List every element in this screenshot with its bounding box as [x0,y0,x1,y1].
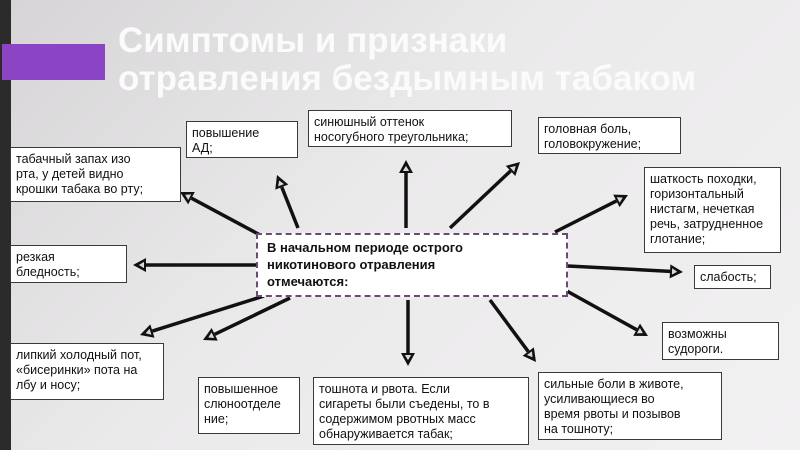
arrow-to-salivation [203,296,291,341]
symptom-gait: шаткость походки, горизонтальный нистагм… [644,167,781,253]
arrow-to-tobacco-smell [180,191,263,238]
symptom-salivation: повышенное слюноотделе ние; [198,377,300,434]
symptom-sweat: липкий холодный пот, «бисеринки» пота на… [10,343,164,400]
symptom-headache: головная боль, головокружение; [538,117,681,154]
center-statement: В начальном периоде острого никотинового… [256,233,568,297]
arrow-to-weakness [567,264,683,279]
arrow-to-pallor [133,258,256,272]
arrow-to-headache [448,162,520,230]
arrow-to-seizures [564,288,648,336]
symptom-seizures: возможны судороги. [662,322,779,360]
slide-title: Симптомы и признаки отравления бездымным… [118,21,697,98]
symptom-pallor: резкая бледность; [10,245,127,283]
arrow-to-bp [275,175,300,229]
symptom-abdominal-pain: сильные боли в животе, усиливающиеся во … [538,372,722,440]
symptom-cyanosis: синюшный оттенок носогубного треугольник… [308,110,512,147]
arrow-to-cyanosis [399,160,413,228]
accent-tab [2,44,105,80]
symptom-tobacco-smell: табачный запах изо рта, у детей видно кр… [10,147,181,202]
arrow-to-gait [554,194,628,234]
arrow-to-abdominal-pain [488,298,536,362]
arrow-to-nausea [401,300,415,366]
accent-bar [0,0,11,450]
symptom-nausea: тошнота и рвота. Если сигареты были съед… [313,377,529,445]
symptom-bp: повышение АД; [186,121,298,158]
arrow-to-sweat [140,294,265,338]
symptom-weakness: слабость; [694,265,771,289]
